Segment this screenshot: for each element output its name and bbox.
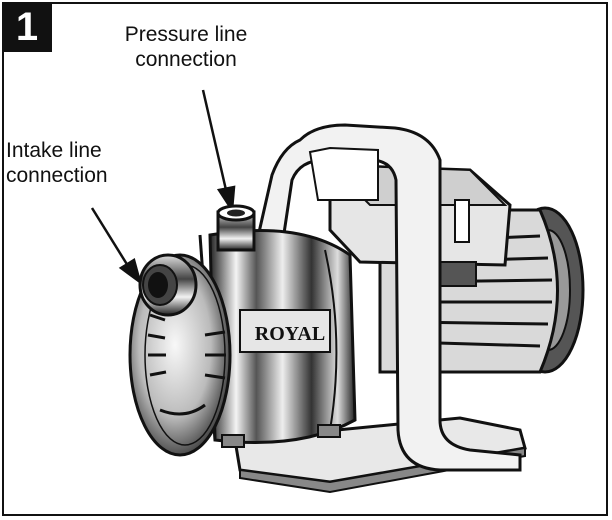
brand-plate <box>239 309 331 353</box>
pressure-line-label: Pressure line connection <box>96 22 276 72</box>
intake-line-inlet <box>138 253 198 317</box>
pressure-line-label-line1: Pressure line <box>124 23 248 46</box>
pressure-line-outlet <box>216 204 256 252</box>
carrying-handle <box>253 123 522 472</box>
intake-line-label-line1: Intake line <box>6 139 102 162</box>
brand-text: ROYAL <box>255 323 325 345</box>
pump-housing: ROYAL <box>198 229 357 444</box>
intake-line-arrow <box>90 207 143 286</box>
pump-feet <box>221 424 341 448</box>
pressure-line-label-line2: connection <box>135 48 237 71</box>
step-number-badge: 1 <box>2 2 52 52</box>
pressure-line-arrow <box>201 89 236 214</box>
intake-line-label: Intake line connection <box>6 138 156 188</box>
intake-line-label-line2: connection <box>6 164 108 187</box>
